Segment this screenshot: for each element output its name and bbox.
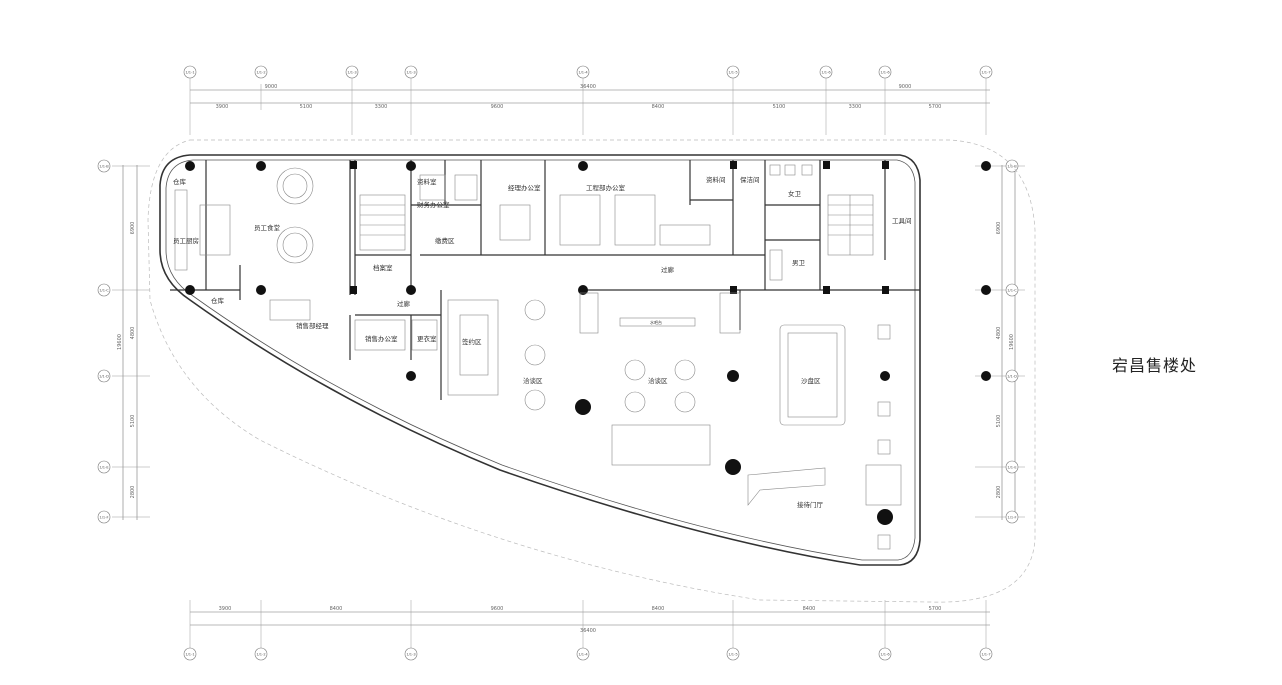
dim-top-4: 9600 — [491, 104, 504, 110]
svg-text:1/1-B: 1/1-B — [99, 165, 109, 169]
svg-text:1/1-1: 1/1-1 — [185, 653, 194, 657]
label-locker: 更衣室 — [417, 334, 437, 343]
grid-ticks — [112, 78, 1025, 648]
label-signing-area: 签约区 — [462, 337, 482, 346]
svg-text:1/1-5: 1/1-5 — [728, 653, 737, 657]
svg-text:1/1-4: 1/1-4 — [578, 71, 588, 75]
dim-bottom-total: 36400 — [580, 628, 596, 634]
svg-text:1/1-7: 1/1-7 — [981, 653, 990, 657]
dim-bottom-2: 8400 — [330, 606, 343, 612]
page-title: 宕昌售楼处 — [1112, 356, 1198, 375]
svg-text:1/1-D: 1/1-D — [99, 375, 109, 379]
furniture — [174, 164, 902, 550]
svg-text:1/1-6: 1/1-6 — [880, 653, 890, 657]
dim-top-group-1: 9000 — [265, 84, 278, 90]
label-data-room: 资料室 — [417, 177, 437, 186]
label-negotiation2: 洽谈区 — [648, 376, 668, 385]
dimension-labels: 3900 5100 3300 9600 8400 5100 3300 5700 … — [117, 84, 1015, 634]
svg-text:1/1-D: 1/1-D — [1007, 375, 1017, 379]
label-sales-manager: 销售部经理 — [296, 321, 329, 330]
dim-top-group-2: 36400 — [580, 84, 596, 90]
svg-text:1/1-5: 1/1-5 — [728, 71, 737, 75]
label-payment-area: 缴费区 — [435, 236, 455, 245]
label-corridor1: 过廊 — [661, 265, 675, 274]
room-labels: 仓库 员工食堂 员工厨房 仓库 资料室 财务办公室 档案室 缴费区 经理办公室 … — [173, 175, 912, 509]
label-sand-table: 沙盘区 — [801, 376, 821, 385]
label-staff-kitchen: 员工厨房 — [173, 236, 199, 245]
dim-top-2: 5100 — [300, 104, 313, 110]
svg-text:1/1-6: 1/1-6 — [880, 71, 890, 75]
dim-top-3: 3300 — [375, 104, 388, 110]
dim-right-3: 5100 — [996, 415, 1002, 428]
dim-bottom-3: 9600 — [491, 606, 504, 612]
label-tool-room: 工具间 — [892, 217, 912, 225]
label-staff-canteen: 员工食堂 — [254, 223, 281, 232]
label-archive: 档案室 — [373, 263, 393, 272]
dim-right-total: 19600 — [1009, 334, 1015, 350]
label-warehouse2: 仓库 — [211, 296, 225, 305]
dim-left-total: 19600 — [117, 334, 123, 350]
dim-left-1: 6900 — [130, 222, 136, 235]
svg-text:1/1-E: 1/1-E — [99, 466, 109, 470]
label-cleaning-room: 保洁间 — [740, 175, 760, 184]
svg-text:1/1-3: 1/1-3 — [406, 653, 415, 657]
dim-right-1: 6900 — [996, 222, 1002, 235]
axis-bubbles — [97, 65, 1019, 661]
dim-top-8: 5700 — [929, 104, 942, 110]
svg-text:1/1-2: 1/1-2 — [256, 71, 265, 75]
svg-text:1/1-6: 1/1-6 — [821, 71, 831, 75]
label-manager-office: 经理办公室 — [508, 183, 541, 192]
svg-text:1/1-1: 1/1-1 — [185, 71, 194, 75]
dim-bottom-1: 3900 — [219, 606, 232, 612]
svg-text:1/1-7: 1/1-7 — [981, 71, 990, 75]
label-female-wc: 女卫 — [788, 189, 802, 198]
dim-right-4: 2800 — [996, 486, 1002, 499]
dim-bottom-6: 5700 — [929, 606, 942, 612]
dimension-lines — [122, 89, 1016, 626]
axis-labels: 1/1-1 1/1-2 1/1-3 1/1-3 1/1-4 1/1-5 1/1-… — [99, 71, 1017, 657]
label-male-wc: 男卫 — [792, 259, 806, 267]
svg-text:1/1-3: 1/1-3 — [347, 71, 356, 75]
dim-left-3: 5100 — [130, 415, 136, 428]
svg-text:1/1-F: 1/1-F — [1007, 516, 1016, 520]
label-water-bar: 水吧台 — [650, 319, 662, 325]
label-negotiation1: 洽谈区 — [523, 376, 543, 385]
site-boundary — [147, 139, 1036, 603]
svg-text:1/1-2: 1/1-2 — [256, 653, 265, 657]
svg-text:1/1-E: 1/1-E — [1007, 466, 1017, 470]
building-outline — [159, 154, 921, 566]
dim-top-group-3: 9000 — [899, 84, 912, 90]
svg-text:1/1-C: 1/1-C — [99, 289, 109, 293]
dim-left-4: 2800 — [130, 486, 136, 499]
dim-left-2: 4800 — [130, 327, 136, 340]
svg-text:1/1-C: 1/1-C — [1007, 289, 1017, 293]
columns — [185, 161, 991, 525]
dim-right-2: 4800 — [996, 327, 1002, 340]
interior-walls — [170, 160, 920, 400]
dim-bottom-5: 8400 — [803, 606, 816, 612]
dim-top-7: 3300 — [849, 104, 862, 110]
label-reception: 接待门厅 — [797, 500, 824, 509]
label-engineering-office: 工程部办公室 — [586, 183, 626, 192]
dim-top-6: 5100 — [773, 104, 786, 110]
dim-top-5: 8400 — [652, 104, 665, 110]
label-finance-office: 财务办公室 — [417, 200, 450, 209]
svg-text:1/1-F: 1/1-F — [99, 516, 108, 520]
building-inner-outline — [165, 159, 916, 561]
label-data-room2: 资料间 — [706, 175, 726, 184]
dim-top-1: 3900 — [216, 104, 229, 110]
label-sales-office: 销售办公室 — [365, 334, 398, 343]
label-corridor2: 过廊 — [397, 299, 411, 308]
svg-text:1/1-3: 1/1-3 — [406, 71, 415, 75]
label-warehouse1: 仓库 — [173, 177, 187, 186]
dim-bottom-4: 8400 — [652, 606, 665, 612]
svg-text:1/1-4: 1/1-4 — [578, 653, 588, 657]
